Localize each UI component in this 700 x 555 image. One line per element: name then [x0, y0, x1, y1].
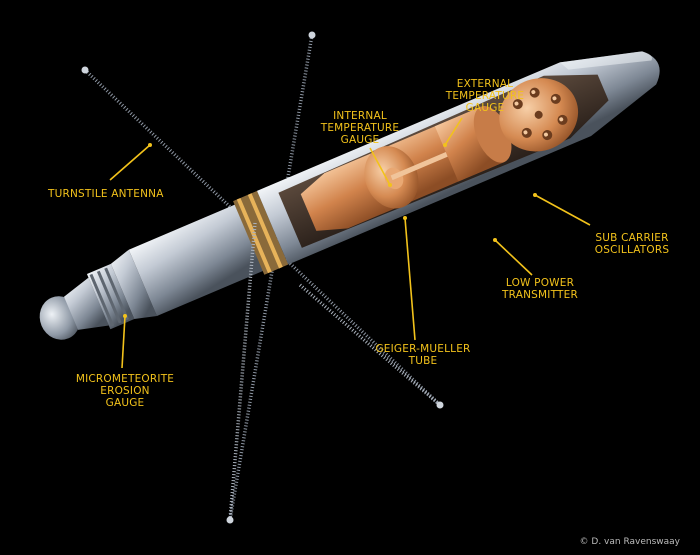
- label-external-temperature-gauge: EXTERNAL TEMPERATURE GAUGE: [445, 78, 525, 114]
- label-low-power-transmitter: LOW POWER TRANSMITTER: [502, 277, 578, 301]
- artist-credit: © D. van Ravenswaay: [579, 537, 680, 547]
- leader-lines: [109, 117, 591, 369]
- turnstile-antenna-front: [226, 222, 444, 524]
- label-internal-temperature-gauge: INTERNAL TEMPERATURE GAUGE: [320, 110, 400, 146]
- turnstile-antenna-rear: [81, 31, 442, 521]
- label-geiger-mueller-tube: GEIGER-MUELLER TUBE: [375, 343, 471, 367]
- label-sub-carrier-oscillators: SUB CARRIER OSCILLATORS: [594, 232, 670, 256]
- label-micrometeorite-erosion-gauge: MICROMETEORITE EROSION GAUGE: [75, 373, 175, 409]
- satellite-body: [39, 51, 660, 340]
- label-turnstile-antenna: TURNSTILE ANTENNA: [48, 188, 164, 200]
